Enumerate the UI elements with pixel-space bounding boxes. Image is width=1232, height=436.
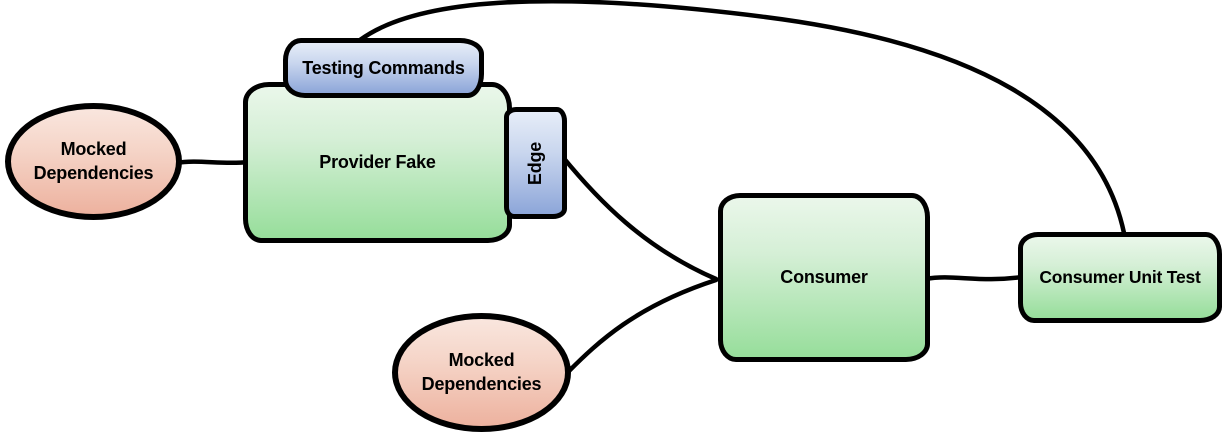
node-label-testing-commands: Testing Commands	[302, 57, 465, 78]
node-label-provider-fake: Provider Fake	[319, 152, 436, 172]
node-provider-fake: Provider Fake	[243, 82, 512, 243]
connector-mocked-top-to-provider-fake	[173, 159, 251, 166]
node-label-mocked-dependencies-top: Mocked Dependencies	[33, 139, 154, 183]
node-mocked-dependencies-top: Mocked Dependencies	[5, 103, 182, 220]
connector-mocked-bottom-to-consumer	[565, 277, 719, 375]
node-mocked-dependencies-bottom: Mocked Dependencies	[392, 313, 571, 432]
node-consumer: Consumer	[718, 193, 930, 362]
connector-testing-commands-to-consumer-unit-test	[357, 0, 1127, 236]
node-label-mocked-dependencies-bottom: Mocked Dependencies	[421, 350, 542, 394]
node-label-edge: Edge	[525, 141, 545, 185]
connector-consumer-to-consumer-unit-test	[923, 274, 1025, 282]
connector-edge-to-consumer	[559, 153, 719, 282]
node-consumer-unit-test: Consumer Unit Test	[1018, 232, 1222, 323]
node-label-consumer-unit-test: Consumer Unit Test	[1039, 267, 1201, 287]
node-testing-commands: Testing Commands	[283, 38, 484, 98]
node-label-consumer: Consumer	[780, 267, 868, 287]
node-edge: Edge	[504, 107, 567, 219]
